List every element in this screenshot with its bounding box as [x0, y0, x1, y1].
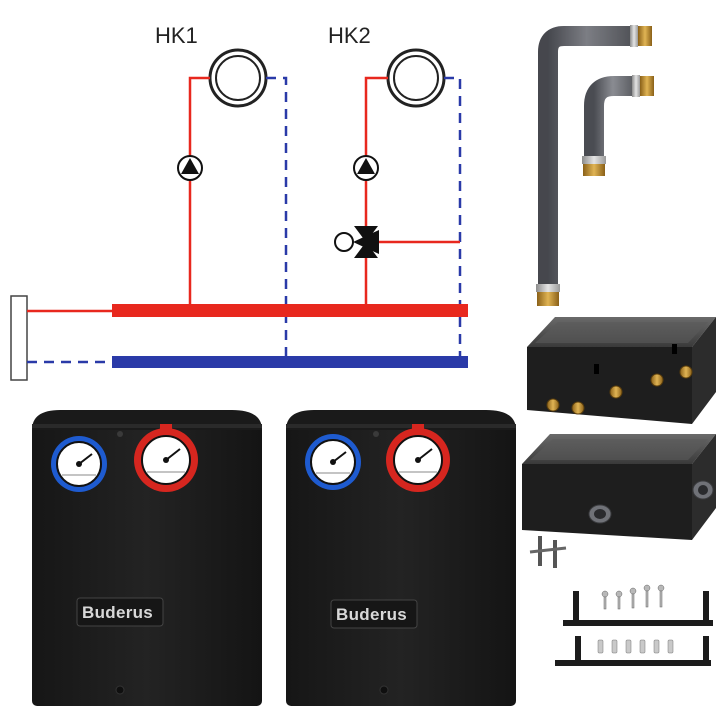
- pump-hk1-icon: [177, 155, 203, 181]
- insulated-connection-pipes: [536, 25, 654, 306]
- brand-label-station-1: Buderus: [82, 603, 153, 622]
- flow-header-bar: [112, 304, 468, 317]
- heat-generator-icon: [10, 295, 28, 381]
- flow-thermometer-icon: [134, 424, 198, 492]
- hk2-flow-line: [364, 76, 388, 306]
- manifold-box-bottom: [522, 434, 716, 568]
- circuit-label-hk2: HK2: [328, 23, 371, 48]
- mounting-rail-kit: [555, 584, 713, 666]
- manifold-box-top: [527, 317, 716, 424]
- radiator-hk1-icon: [208, 48, 268, 108]
- hydraulic-schematic: HK1 HK2: [10, 23, 468, 381]
- hk1-return-line: [266, 76, 288, 360]
- pump-hk2-icon: [353, 155, 379, 181]
- mixing-valve-icon: [334, 226, 379, 258]
- return-header-bar: [112, 356, 468, 368]
- return-thermometer-icon: [51, 436, 107, 492]
- radiator-hk2-icon: [386, 48, 446, 108]
- hk2-return-line: [444, 76, 462, 360]
- pump-station-hk1: Buderus: [32, 410, 262, 706]
- brand-label-station-2: Buderus: [336, 605, 407, 624]
- pump-station-hk2: Buderus: [286, 410, 516, 706]
- circuit-label-hk1: HK1: [155, 23, 198, 48]
- hk1-flow-line: [188, 76, 210, 306]
- return-thermometer-icon: [305, 434, 361, 490]
- flow-thermometer-icon: [386, 424, 450, 492]
